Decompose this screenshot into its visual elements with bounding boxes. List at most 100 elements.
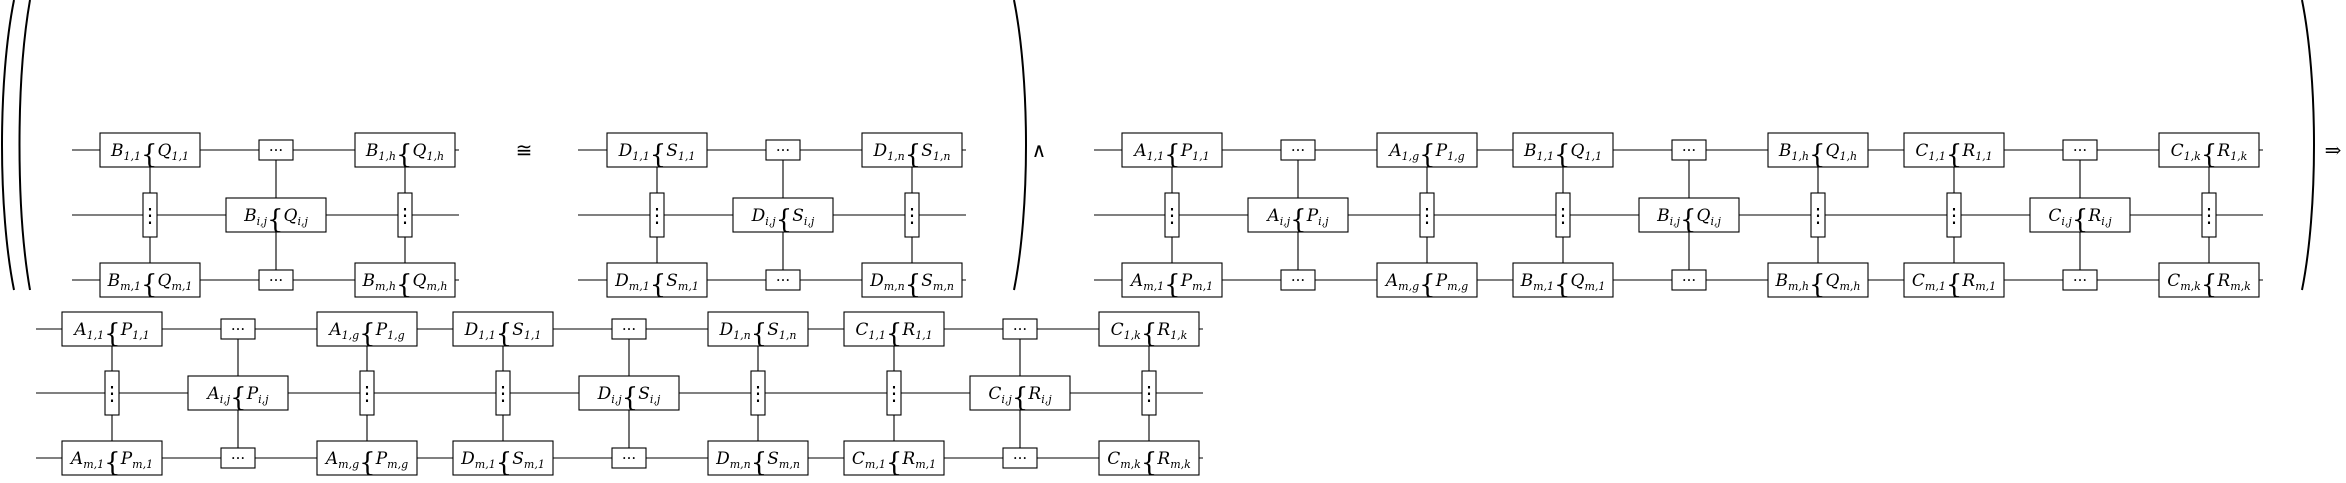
vdots-frame xyxy=(1555,192,1571,238)
hdots-box: ··· xyxy=(1002,318,1038,340)
module-box: D1,n{S1,n xyxy=(707,311,809,349)
module-frame xyxy=(99,262,201,298)
module-label: Am,g{Pm,g xyxy=(324,448,408,478)
vdots-box: ⋮ xyxy=(1808,192,1828,238)
vdots-frame xyxy=(1164,192,1180,238)
module-frame xyxy=(61,311,163,347)
module-label: Di,j{Si,j xyxy=(597,383,661,413)
vdots-frame xyxy=(104,370,120,416)
module-box: Di,j{Si,j xyxy=(732,197,834,235)
module-box: Cm,k{Rm,k xyxy=(2158,262,2260,300)
module-box: B1,h{Q1,h xyxy=(354,132,456,170)
module-box: C1,1{R1,1 xyxy=(1903,132,2005,170)
hdots-label: ··· xyxy=(231,320,245,338)
module-frame xyxy=(1376,262,1478,298)
module-frame xyxy=(99,132,201,168)
module-frame xyxy=(606,132,708,168)
module-label: C1,k{R1,k xyxy=(2171,140,2248,170)
hdots-box: ··· xyxy=(258,269,294,291)
hdots-frame xyxy=(1002,318,1038,340)
hdots-box: ··· xyxy=(611,318,647,340)
vdots-label: ⋮ xyxy=(884,381,904,405)
module-label: A1,1{P1,1 xyxy=(72,319,149,349)
hdots-frame xyxy=(1671,139,1707,161)
module-frame xyxy=(2029,197,2131,233)
hdots-box: ··· xyxy=(220,318,256,340)
hdots-frame xyxy=(2062,269,2098,291)
module-box: Cm,1{Rm,1 xyxy=(1903,262,2005,300)
module-frame xyxy=(707,311,809,347)
hdots-label: ··· xyxy=(2073,271,2087,289)
module-box: B1,h{Q1,h xyxy=(1767,132,1869,170)
module-box: C1,k{R1,k xyxy=(1098,311,1200,349)
module-frame xyxy=(1121,262,1223,298)
module-box: Bm,h{Qm,h xyxy=(1767,262,1869,300)
hdots-label: ··· xyxy=(269,271,283,289)
module-box: Bi,j{Qi,j xyxy=(1638,197,1740,235)
module-frame xyxy=(1376,132,1478,168)
module-frame xyxy=(61,440,163,476)
module-frame xyxy=(1512,132,1614,168)
module-label: Cm,k{Rm,k xyxy=(1107,448,1191,478)
hdots-label: ··· xyxy=(776,271,790,289)
hdots-frame xyxy=(1280,269,1316,291)
hdots-frame xyxy=(765,139,801,161)
module-frame xyxy=(2158,132,2260,168)
module-frame xyxy=(452,311,554,347)
module-label: A1,g{P1,g xyxy=(327,319,404,349)
vdots-box: ⋮ xyxy=(140,192,160,238)
module-label: B1,h{Q1,h xyxy=(365,140,444,170)
vdots-box: ⋮ xyxy=(647,192,667,238)
module-label: A1,g{P1,g xyxy=(1387,140,1464,170)
vdots-label: ⋮ xyxy=(748,381,768,405)
vdots-frame xyxy=(142,192,158,238)
hdots-label: ··· xyxy=(1682,271,1696,289)
module-box: Am,1{Pm,1 xyxy=(61,440,163,478)
module-box: Dm,1{Sm,1 xyxy=(452,440,554,478)
module-frame xyxy=(316,311,418,347)
module-frame xyxy=(1903,132,2005,168)
implies-symbol: ⇒ xyxy=(2325,138,2342,162)
hdots-frame xyxy=(611,447,647,469)
hdots-box: ··· xyxy=(1671,139,1707,161)
module-frame xyxy=(1903,262,2005,298)
module-box: Dm,1{Sm,1 xyxy=(606,262,708,300)
vdots-label: ⋮ xyxy=(1944,203,1964,227)
module-box: B1,1{Q1,1 xyxy=(1512,132,1614,170)
vdots-box: ⋮ xyxy=(357,370,377,416)
hdots-label: ··· xyxy=(269,141,283,159)
vdots-frame xyxy=(397,192,413,238)
module-label: Di,j{Si,j xyxy=(751,205,815,235)
vdots-label: ⋮ xyxy=(1553,203,1573,227)
hdots-box: ··· xyxy=(2062,139,2098,161)
module-box: Bm,h{Qm,h xyxy=(354,262,456,300)
module-frame xyxy=(354,132,456,168)
module-box: C1,k{R1,k xyxy=(2158,132,2260,170)
vdots-box: ⋮ xyxy=(493,370,513,416)
module-frame xyxy=(1638,197,1740,233)
hdots-frame xyxy=(220,447,256,469)
hdots-frame xyxy=(2062,139,2098,161)
vdots-frame xyxy=(649,192,665,238)
inner-left-paren xyxy=(18,0,31,291)
vdots-box: ⋮ xyxy=(748,370,768,416)
hdots-frame xyxy=(258,269,294,291)
module-frame xyxy=(316,440,418,476)
vdots-frame xyxy=(2201,192,2217,238)
hdots-frame xyxy=(611,318,647,340)
module-label: D1,1{S1,1 xyxy=(464,319,542,349)
module-box: Ai,j{Pi,j xyxy=(1247,197,1349,235)
module-box: Ci,j{Ri,j xyxy=(2029,197,2131,235)
module-label: Am,1{Pm,1 xyxy=(1129,270,1213,300)
module-label: Ci,j{Ri,j xyxy=(2048,205,2112,235)
vdots-label: ⋮ xyxy=(357,381,377,405)
vdots-label: ⋮ xyxy=(395,203,415,227)
vdots-label: ⋮ xyxy=(1808,203,1828,227)
hdots-frame xyxy=(220,318,256,340)
module-frame xyxy=(843,440,945,476)
module-label: Dm,n{Sm,n xyxy=(715,448,800,478)
module-label: Dm,1{Sm,1 xyxy=(614,270,699,300)
hdots-label: ··· xyxy=(622,320,636,338)
vdots-label: ⋮ xyxy=(647,203,667,227)
